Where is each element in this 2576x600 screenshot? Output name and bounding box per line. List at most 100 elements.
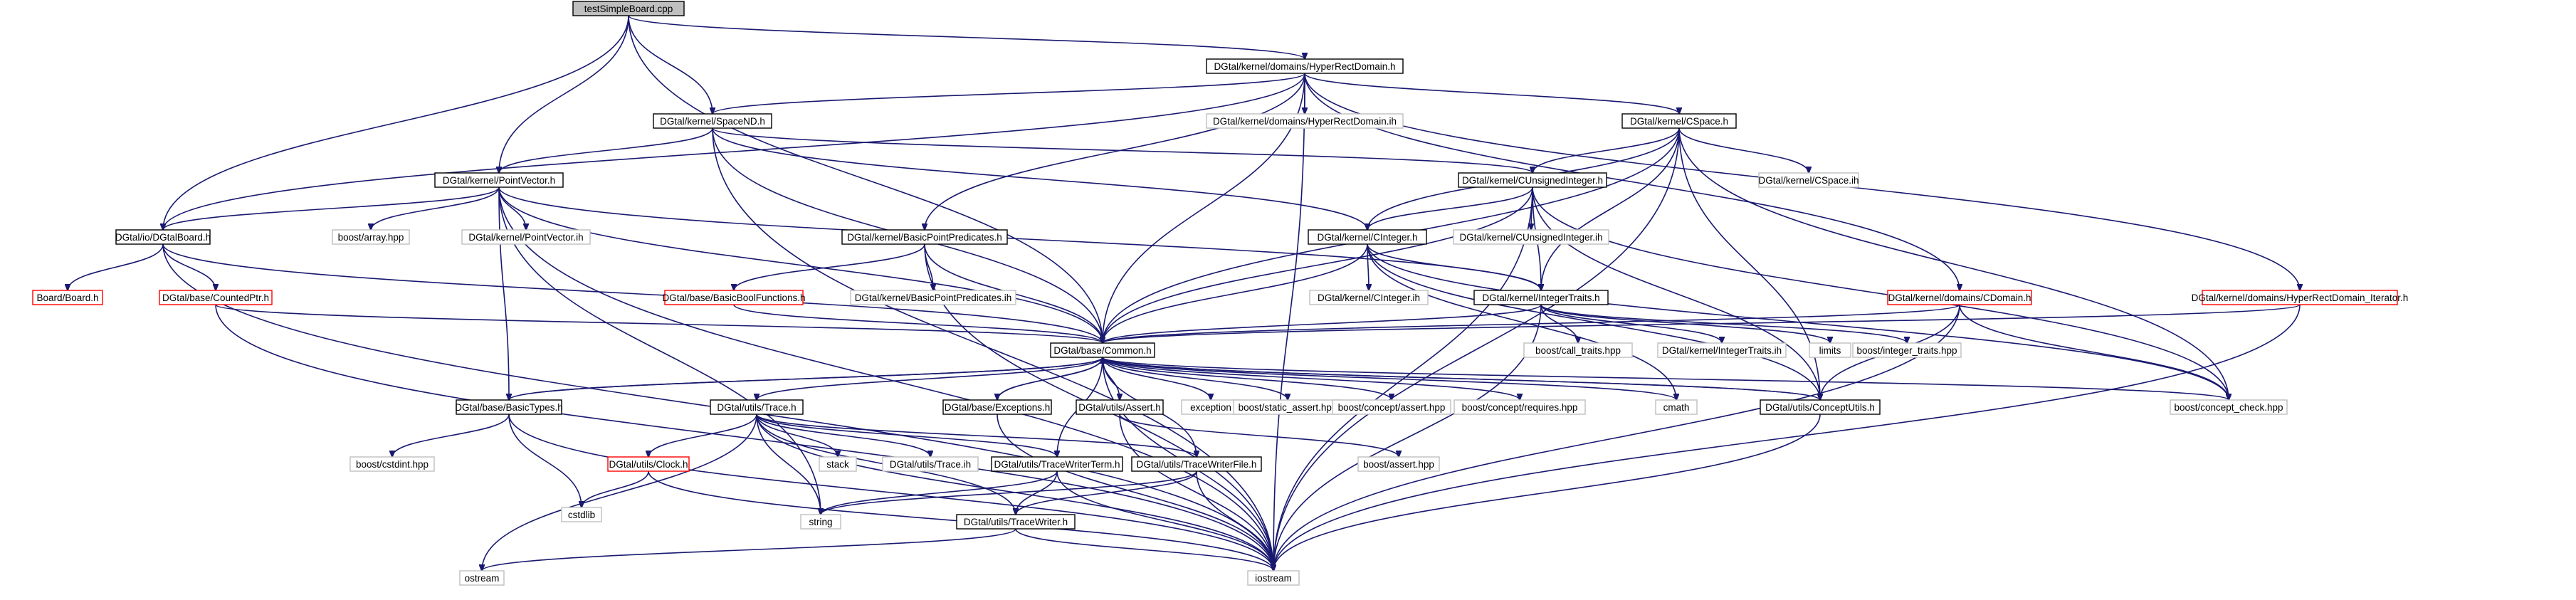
- node-box: [607, 456, 690, 472]
- edge-common-to-static_assert: [1102, 357, 1288, 400]
- node-box: [1655, 399, 1698, 415]
- node-box: [850, 290, 1016, 305]
- node-dgtal-kernel-spacend-h[interactable]: DGtal/kernel/SpaceND.h: [653, 113, 772, 129]
- node-label: iostream: [1255, 573, 1292, 584]
- node-dgtal-kernel-basicpointpredicates-ih: DGtal/kernel/BasicPointPredicates.ih: [850, 290, 1016, 305]
- edge-cinteger-to-cmath: [1367, 243, 1676, 400]
- node-label: DGtal/base/BasicBoolFunctions.h: [662, 293, 805, 303]
- edge-common-to-concept_assert: [1102, 357, 1392, 400]
- node-dgtal-base-common-h[interactable]: DGtal/base/Common.h: [1050, 342, 1155, 358]
- node-dgtal-kernel-cinteger-ih: DGtal/kernel/CInteger.ih: [1309, 290, 1429, 305]
- node-label: DGtal/kernel/BasicPointPredicates.ih: [855, 293, 1012, 303]
- node-box: [664, 290, 804, 305]
- node-ostream: ostream: [459, 570, 505, 586]
- node-dgtal-utils-conceptutils-h[interactable]: DGtal/utils/ConceptUtils.h: [1760, 399, 1881, 415]
- edge-cspace-to-inttraits: [1541, 127, 1680, 290]
- node-label: boost/concept_check.hpp: [2174, 402, 2283, 413]
- edge-basictypes-to-iostream: [508, 414, 1273, 571]
- node-dgtal-kernel-domains-hyperrectdomain-iterator-h[interactable]: DGtal/kernel/domains/HyperRectDomain_Ite…: [2192, 290, 2409, 305]
- node-box: [1050, 342, 1155, 358]
- node-label: testSimpleBoard.cpp: [584, 4, 673, 14]
- node-dgtal-utils-tracewriterfile-h[interactable]: DGtal/utils/TraceWriterFile.h: [1131, 456, 1262, 472]
- node-box: [1247, 570, 1300, 586]
- node-box: [991, 456, 1123, 472]
- node-dgtal-utils-assert-h[interactable]: DGtal/utils/Assert.h: [1076, 399, 1164, 415]
- edge-assert-to-iostream: [1119, 414, 1273, 571]
- edge-cunsigned-to-conceptutils: [1532, 186, 1820, 400]
- node-dgtal-kernel-cinteger-h[interactable]: DGtal/kernel/CInteger.h: [1308, 229, 1427, 245]
- node-label: DGtal/kernel/CUnsignedInteger.h: [1462, 175, 1603, 186]
- edge-dgtalboard-to-board: [68, 243, 164, 290]
- edge-inttraits-to-inttraits_ih: [1540, 304, 1722, 343]
- edge-spacend-to-iostream: [712, 127, 1273, 571]
- node-label: limits: [1819, 345, 1841, 356]
- edge-common-to-concept_requires: [1102, 357, 1520, 400]
- node-label: DGtal/utils/TraceWriter.h: [964, 517, 1068, 527]
- edge-countedptr-to-common: [215, 304, 1103, 343]
- node-dgtal-base-countedptr-h[interactable]: DGtal/base/CountedPtr.h: [159, 290, 273, 305]
- edge-trace-to-clock: [648, 414, 757, 457]
- node-label: boost/array.hpp: [338, 232, 404, 243]
- edge-inttraits-to-iostream: [1273, 304, 1542, 571]
- node-box: [459, 570, 505, 586]
- node-dgtal-base-exceptions-h[interactable]: DGtal/base/Exceptions.h: [942, 399, 1052, 415]
- node-dgtal-base-basicboolfunctions-h[interactable]: DGtal/base/BasicBoolFunctions.h: [662, 290, 806, 305]
- node-dgtal-kernel-basicpointpredicates-h[interactable]: DGtal/kernel/BasicPointPredicates.h: [841, 229, 1008, 245]
- node-dgtal-kernel-domains-hyperrectdomain-h[interactable]: DGtal/kernel/domains/HyperRectDomain.h: [1206, 58, 1404, 74]
- node-board-board-h[interactable]: Board/Board.h: [32, 290, 103, 305]
- edge-common-to-cmath: [1102, 357, 1676, 400]
- node-box: [882, 456, 979, 472]
- edge-twfile-to-iostream: [1196, 470, 1273, 571]
- edge-common-to-exception: [1102, 357, 1211, 400]
- node-dgtal-utils-trace-h[interactable]: DGtal/utils/Trace.h: [710, 399, 804, 415]
- node-dgtal-kernel-integertraits-h[interactable]: DGtal/kernel/IntegerTraits.h: [1473, 290, 1609, 305]
- edge-pointvector-to-boostarray: [371, 186, 500, 230]
- node-dgtal-kernel-pointvector-h[interactable]: DGtal/kernel/PointVector.h: [434, 172, 564, 188]
- node-label: DGtal/kernel/domains/CDomain.h: [1888, 293, 2031, 303]
- node-box: [1758, 172, 1859, 188]
- node-testsimpleboard-cpp[interactable]: testSimpleBoard.cpp: [572, 1, 685, 16]
- node-box: [1621, 113, 1737, 129]
- node-dgtal-base-basictypes-h[interactable]: DGtal/base/BasicTypes.h: [455, 399, 563, 415]
- node-dgtal-kernel-cspace-ih: DGtal/kernel/CSpace.ih: [1758, 172, 1859, 188]
- node-dgtal-kernel-domains-cdomain-h[interactable]: DGtal/kernel/domains/CDomain.h: [1887, 290, 2032, 305]
- node-boost-cstdint-hpp: boost/cstdint.hpp: [349, 456, 435, 472]
- node-box: [572, 1, 685, 16]
- node-string: string: [800, 514, 841, 530]
- node-label: DGtal/kernel/SpaceND.h: [660, 116, 765, 127]
- node-label: DGtal/utils/Assert.h: [1078, 402, 1161, 413]
- edge-trace-to-string: [756, 414, 821, 515]
- node-label: DGtal/utils/TraceWriterFile.h: [1137, 459, 1257, 470]
- edge-spacend-to-cunsigned: [712, 127, 1533, 173]
- node-box: [1309, 290, 1429, 305]
- edge-cspace-to-iostream: [1273, 127, 1680, 571]
- node-boost-concept-assert-hpp: boost/concept/assert.hpp: [1332, 399, 1451, 415]
- node-dgtal-io-dgtalboard-h[interactable]: DGtal/io/DGtalBoard.h: [115, 229, 211, 245]
- node-dgtal-utils-tracewriter-h[interactable]: DGtal/utils/TraceWriter.h: [956, 514, 1076, 530]
- node-dgtal-utils-trace-ih: DGtal/utils/Trace.ih: [882, 456, 979, 472]
- edge-root-to-dgtalboard: [163, 15, 629, 230]
- node-label: boost/concept/requires.hpp: [1462, 402, 1578, 413]
- node-label: DGtal/utils/Trace.h: [717, 402, 796, 413]
- node-label: DGtal/kernel/domains/HyperRectDomain.h: [1214, 61, 1395, 72]
- edge-countedptr-to-iostream: [215, 304, 1273, 571]
- node-dgtal-utils-tracewriterterm-h[interactable]: DGtal/utils/TraceWriterTerm.h: [991, 456, 1123, 472]
- edge-pointvector-to-string: [498, 186, 821, 515]
- edge-spacend-to-cinteger: [712, 127, 1367, 230]
- node-limits: limits: [1809, 342, 1851, 358]
- edge-cdomain-to-concept_check: [1959, 304, 2229, 400]
- node-exception: exception: [1181, 399, 1241, 415]
- node-box: [1206, 113, 1404, 129]
- node-dgtal-kernel-cunsignedinteger-h[interactable]: DGtal/kernel/CUnsignedInteger.h: [1458, 172, 1607, 188]
- edge-bbf-to-common: [733, 304, 1103, 343]
- edge-trace-to-twterm: [756, 414, 1057, 457]
- node-label: DGtal/kernel/domains/HyperRectDomain_Ite…: [2192, 293, 2409, 303]
- edge-twfile-to-string: [821, 470, 1197, 515]
- node-dgtal-utils-clock-h[interactable]: DGtal/utils/Clock.h: [607, 456, 690, 472]
- edge-trace-to-twfile: [756, 414, 1197, 457]
- edge-clock-to-cstdlib: [582, 470, 649, 507]
- node-dgtal-kernel-cspace-h[interactable]: DGtal/kernel/CSpace.h: [1621, 113, 1737, 129]
- node-iostream: iostream: [1247, 570, 1300, 586]
- node-label: DGtal/kernel/CUnsignedInteger.ih: [1459, 232, 1602, 243]
